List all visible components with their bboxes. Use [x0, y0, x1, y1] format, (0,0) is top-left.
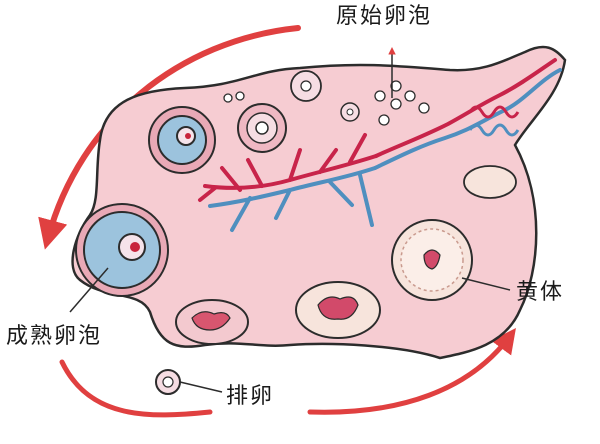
leader-ovulation — [179, 381, 223, 393]
leader-corpus-luteum — [461, 277, 511, 291]
ruptured-follicle — [295, 281, 381, 339]
corpus-luteum — [391, 219, 473, 301]
released-ovum — [155, 369, 181, 395]
vessel-coils — [468, 105, 520, 137]
leader-mature — [69, 267, 109, 313]
corpus-albicans — [463, 165, 517, 199]
cycle-arrow-icon — [59, 359, 213, 418]
primordial-follicles — [223, 80, 430, 126]
cycle-arrow-icon — [307, 327, 516, 415]
ovulation-site — [175, 299, 249, 345]
label-ovulation: 排卵 — [226, 384, 275, 409]
label-primordial-follicle: 原始卵泡 — [336, 4, 433, 29]
primary-follicle — [340, 102, 360, 122]
label-mature-follicle: 成熟卵泡 — [6, 324, 103, 349]
secondary-follicle — [237, 103, 287, 153]
label-corpus-luteum: 黄体 — [516, 280, 565, 305]
primary-follicle — [290, 70, 322, 102]
mature-follicle — [75, 203, 169, 297]
growing-follicle — [148, 106, 216, 174]
